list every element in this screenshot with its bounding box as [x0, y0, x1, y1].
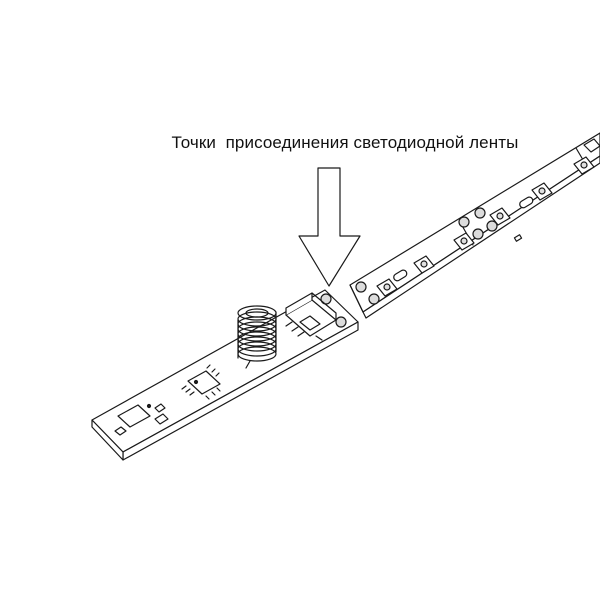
led-chip [490, 208, 510, 225]
resistors [392, 196, 534, 282]
contact-pad [336, 317, 346, 327]
led-chip [532, 183, 552, 200]
led-chip [377, 279, 397, 296]
microchip [182, 365, 220, 399]
led-chip [454, 233, 474, 250]
leds [377, 139, 600, 296]
down-arrow [299, 168, 360, 286]
smd-components [115, 404, 168, 435]
led-strip [350, 133, 600, 318]
led-chip [414, 256, 434, 273]
caption-connection-points: Точки присоединения светодиодной ленты [171, 133, 519, 152]
sensor-controller-board [92, 290, 358, 460]
led-chip [574, 157, 594, 174]
solder-pads [356, 208, 497, 304]
board-side-edge [92, 420, 123, 460]
sensor-coil [238, 306, 276, 368]
connector-block [286, 293, 336, 340]
